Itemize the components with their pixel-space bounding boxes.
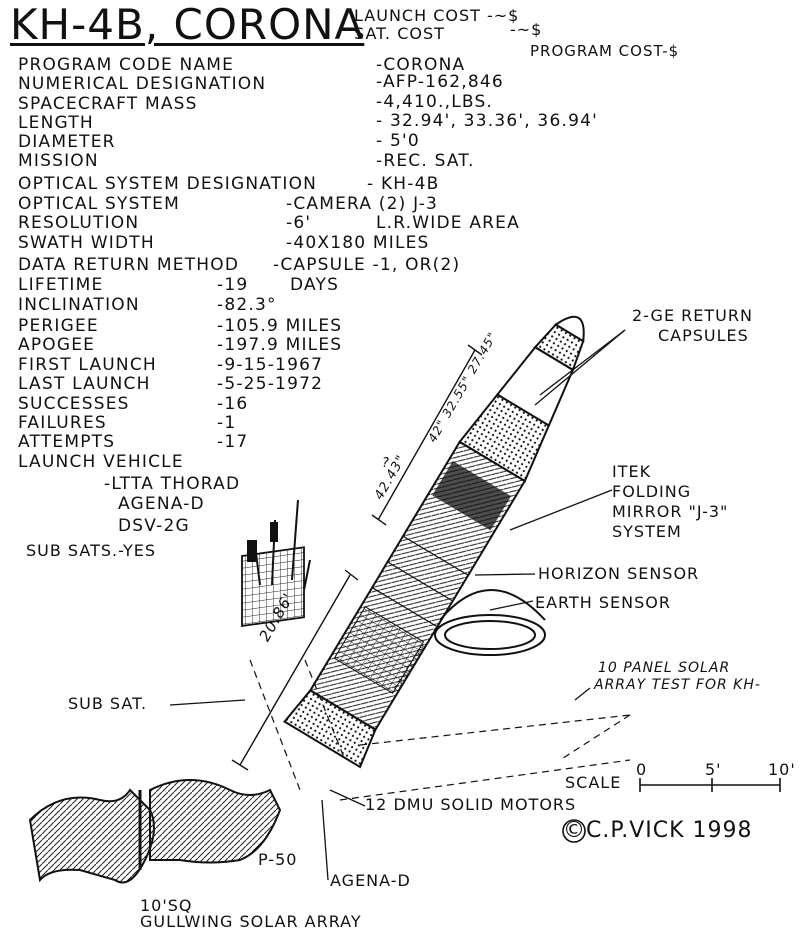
sat-cost-label: SAT. COST <box>354 24 445 43</box>
callout-return-capsules-line1: 2-GE RETURN <box>632 306 753 325</box>
spec-label-last-launch: LAST LAUNCH <box>18 374 151 394</box>
callout-solid-motors: 12 DMU SOLID MOTORS <box>365 795 577 814</box>
sat-cost-value: -~$ <box>510 20 543 39</box>
launch-vehicle-1: -LTTA THORAD <box>104 474 241 494</box>
spec-value-optical-system: -CAMERA (2) J-3 <box>286 194 439 214</box>
spec-value-apogee: -197.9 MILES <box>217 335 343 355</box>
spec-value-failures: -1 <box>217 413 237 433</box>
spec-label-numerical: NUMERICAL DESIGNATION <box>18 74 267 94</box>
scale-bar <box>639 778 781 792</box>
page-title: KH-4B, CORONA <box>10 0 365 49</box>
spec-label-lifetime: LIFETIME <box>18 275 104 295</box>
callout-gullwing-line2: GULLWING SOLAR ARRAY <box>140 912 362 931</box>
earth-sensor-ring <box>434 589 546 656</box>
program-cost-label: PROGRAM COST-$ <box>530 42 680 60</box>
spec-label-optical-system: OPTICAL SYSTEM <box>18 194 180 214</box>
spec-value-resolution: -6' <box>286 213 312 233</box>
callout-solar-test-line2: ARRAY TEST FOR KH- <box>594 677 761 693</box>
spec-value-length: - 32.94', 33.36', 36.94' <box>376 111 598 131</box>
scale-tick-0: 0 <box>636 760 648 779</box>
launch-vehicle-3: DSV-2G <box>118 516 190 536</box>
spec-label-perigee: PERIGEE <box>18 316 99 336</box>
spec-value-first-launch: -9-15-1967 <box>217 355 324 375</box>
spec-value-data-return: -CAPSULE -1, OR(2) <box>273 255 461 275</box>
scale-tick-10: 10' <box>768 760 796 779</box>
spec-value-attempts: -17 <box>217 432 249 452</box>
callout-gullwing-line1: 10'SQ <box>140 896 193 915</box>
dimension-question: ? <box>382 456 390 471</box>
spec-label-launch-vehicle: LAUNCH VEHICLE <box>18 452 184 472</box>
spec-label-length: LENGTH <box>18 113 94 133</box>
callout-itek-line1: ITEK <box>612 462 652 481</box>
launch-cost-label: LAUNCH COST -~$ <box>354 6 520 25</box>
callout-sub-sat: SUB SAT. <box>68 694 148 713</box>
callout-itek-line3: MIRROR "J-3" <box>612 502 729 521</box>
spec-label-failures: FAILURES <box>18 413 107 433</box>
sub-sats-note: SUB SATS.-YES <box>26 541 157 560</box>
spec-value-last-launch: -5-25-1972 <box>217 374 324 394</box>
scale-label: SCALE <box>565 773 622 792</box>
spec-label-swath: SWATH WIDTH <box>18 233 155 253</box>
spec-value-numerical: -AFP-162,846 <box>376 72 504 92</box>
lifetime-unit: DAYS <box>290 275 340 295</box>
callout-horizon-sensor: HORIZON SENSOR <box>538 564 700 583</box>
callout-itek-line2: FOLDING <box>612 482 692 501</box>
spec-value-inclination: -82.3° <box>217 295 277 315</box>
sub-satellite <box>241 499 311 628</box>
callout-agena: AGENA-D <box>330 871 411 890</box>
spec-label-first-launch: FIRST LAUNCH <box>18 355 157 375</box>
callout-return-capsules-line2: CAPSULES <box>658 326 749 345</box>
spec-label-resolution: RESOLUTION <box>18 213 140 233</box>
spec-value-lifetime: -19 <box>217 275 249 295</box>
spec-value-optical-designation: - KH-4B <box>367 174 440 194</box>
gullwing-solar-array <box>28 779 282 884</box>
spec-value-swath: -40X180 MILES <box>286 233 430 253</box>
spec-label-data-return: DATA RETURN METHOD <box>18 255 240 275</box>
spec-value-mass: -4,410.,LBS. <box>376 92 494 112</box>
spec-label-attempts: ATTEMPTS <box>18 432 116 452</box>
callout-itek-line4: SYSTEM <box>612 522 682 541</box>
spec-label-diameter: DIAMETER <box>18 132 116 152</box>
spec-value-diameter: - 5'0 <box>376 131 420 151</box>
spec-label-program-code: PROGRAM CODE NAME <box>18 55 235 75</box>
spec-value-program-code: -CORONA <box>376 55 466 75</box>
copyright: ©C.P.VICK 1998 <box>563 818 753 843</box>
callout-p50: P-50 <box>258 850 298 869</box>
spec-label-mission: MISSION <box>18 151 99 171</box>
spec-value-perigee: -105.9 MILES <box>217 316 343 336</box>
launch-vehicle-2: AGENA-D <box>118 494 205 514</box>
spec-value-successes: -16 <box>217 394 249 414</box>
spec-label-optical-designation: OPTICAL SYSTEM DESIGNATION <box>18 174 318 194</box>
scale-tick-5: 5' <box>705 760 722 779</box>
spacecraft-body <box>283 315 585 769</box>
callout-earth-sensor: EARTH SENSOR <box>535 593 671 612</box>
spec-label-apogee: APOGEE <box>18 335 96 355</box>
spec-label-inclination: INCLINATION <box>18 295 140 315</box>
callout-solar-test-line1: 10 PANEL SOLAR <box>598 660 731 676</box>
spec-label-successes: SUCCESSES <box>18 394 130 414</box>
spec-value-mission: -REC. SAT. <box>376 151 475 171</box>
spec-label-mass: SPACECRAFT MASS <box>18 94 198 114</box>
resolution-note: L.R.WIDE AREA <box>376 213 520 233</box>
